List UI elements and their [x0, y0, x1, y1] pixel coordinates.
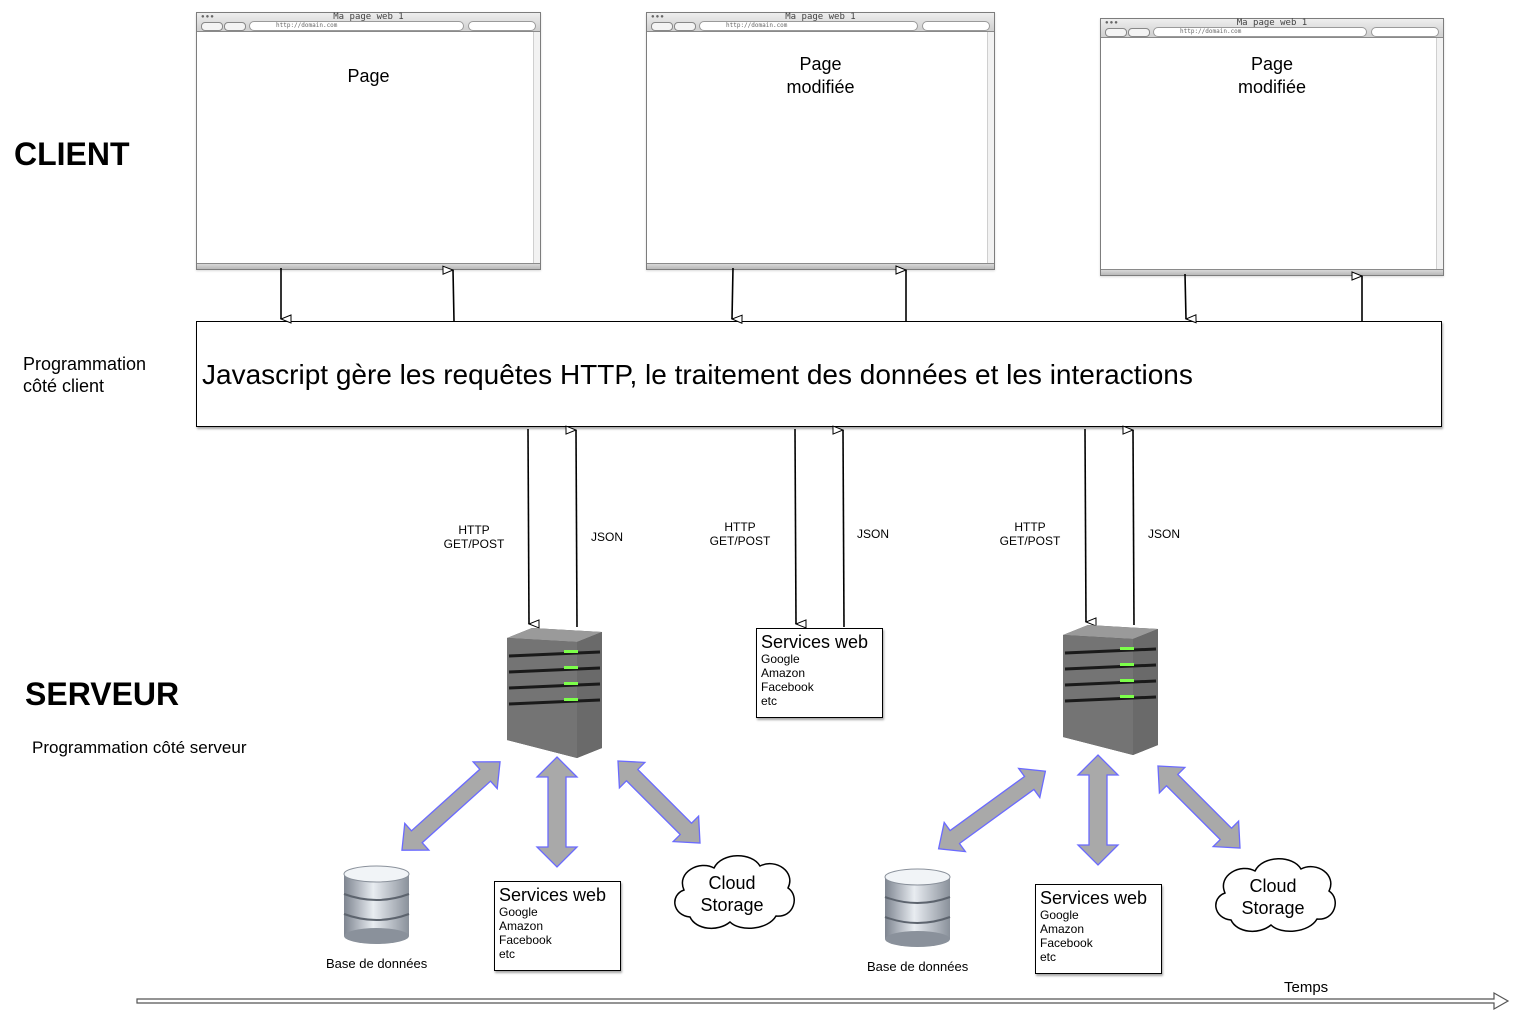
web-services-item: Google [499, 905, 538, 919]
web-services-item: Amazon [499, 919, 544, 933]
web-services-item: Facebook [761, 680, 814, 694]
window-controls-icon: ●●● [201, 14, 215, 20]
database-label: Base de données [867, 959, 969, 974]
browser-page-content: Page modifiée [1237, 54, 1307, 97]
web-services-item: Amazon [761, 666, 806, 680]
client-side-label: Programmation côté client [23, 354, 147, 396]
browser-page-content: Page [347, 66, 390, 86]
scrollbar [1436, 38, 1443, 269]
database-icon [343, 865, 410, 944]
cloud-storage-label: Cloud Storage [1241, 876, 1305, 918]
window-controls-icon: ●●● [1105, 20, 1119, 26]
browser-window-title: Ma page web 1 [785, 12, 856, 22]
window-controls-icon: ●●● [651, 14, 665, 20]
scrollbar [987, 32, 994, 263]
double-arrows [401, 754, 1241, 868]
browser-toolbar: ●●● Ma page web 1 http://domain.com [197, 13, 540, 32]
http-request-label: HTTP GET/POST [709, 520, 771, 548]
url-bar: http://domain.com [699, 21, 918, 31]
url-bar: http://domain.com [1153, 27, 1367, 37]
browser-toolbar: ●●● Ma page web 1 http://domain.com [1101, 19, 1443, 38]
browser-js-arrows [281, 268, 1362, 321]
browser-window-2: ●●● Ma page web 1 http://domain.com Page… [646, 12, 995, 270]
cloud-storage-label: Cloud Storage [700, 873, 764, 915]
back-forward-icon [201, 22, 223, 31]
url-bar: http://domain.com [249, 21, 464, 31]
timeline-arrow [136, 991, 1510, 1011]
client-title: CLIENT [14, 136, 130, 172]
web-services-title: Services web [1040, 888, 1148, 908]
web-services-item: Facebook [499, 933, 552, 947]
search-bar [468, 21, 536, 31]
browser-page-content: Page modifiée [786, 54, 855, 97]
reload-icon [1128, 28, 1150, 37]
web-services-item: Google [1040, 908, 1079, 922]
web-services-box: Services web Google Amazon Facebook etc [494, 881, 621, 971]
browser-toolbar: ●●● Ma page web 1 http://domain.com [647, 13, 994, 32]
cloud-icon [674, 855, 795, 929]
web-services-title: Services web [499, 885, 607, 905]
browser-window-title: Ma page web 1 [333, 12, 404, 22]
http-request-label: HTTP GET/POST [443, 523, 505, 551]
web-services-box: Services web Google Amazon Facebook etc [756, 628, 883, 718]
json-response-label: JSON [590, 530, 623, 544]
reload-icon [224, 22, 246, 31]
reload-icon [674, 22, 696, 31]
browser-window-3: ●●● Ma page web 1 http://domain.com Page… [1100, 18, 1444, 276]
cloud-icon [1215, 858, 1336, 932]
web-services-item: etc [1040, 950, 1057, 964]
scrollbar [533, 32, 540, 263]
search-bar [922, 21, 990, 31]
browser-statusbar [197, 263, 540, 269]
web-services-item: Facebook [1040, 936, 1093, 950]
browser-statusbar [647, 263, 994, 269]
timeline-label: Temps [1284, 979, 1329, 996]
browser-statusbar [1101, 269, 1443, 275]
web-services-item: etc [499, 947, 516, 961]
json-response-label: JSON [1147, 527, 1180, 541]
browser-window-1: ●●● Ma page web 1 http://domain.com Page [196, 12, 541, 270]
server-title: SERVEUR [25, 676, 180, 712]
server-icon [1063, 625, 1158, 755]
web-services-item: Amazon [1040, 922, 1085, 936]
search-bar [1371, 27, 1439, 37]
javascript-box: Javascript gère les requêtes HTTP, le tr… [196, 321, 1442, 427]
back-forward-icon [1105, 28, 1127, 37]
web-services-title: Services web [761, 632, 869, 652]
javascript-box-text: Javascript gère les requêtes HTTP, le tr… [202, 359, 1193, 390]
web-services-box: Services web Google Amazon Facebook etc [1035, 884, 1162, 974]
http-request-label: HTTP GET/POST [999, 520, 1061, 548]
http-json-arrows [527, 429, 1135, 627]
json-response-label: JSON [856, 527, 889, 541]
database-label: Base de données [326, 956, 428, 971]
database-icon [884, 868, 951, 947]
web-services-item: Google [761, 652, 800, 666]
browser-window-title: Ma page web 1 [1236, 18, 1308, 28]
web-services-item: etc [761, 694, 778, 708]
server-icon [507, 628, 602, 758]
back-forward-icon [651, 22, 673, 31]
server-side-label: Programmation côté serveur [32, 738, 247, 757]
